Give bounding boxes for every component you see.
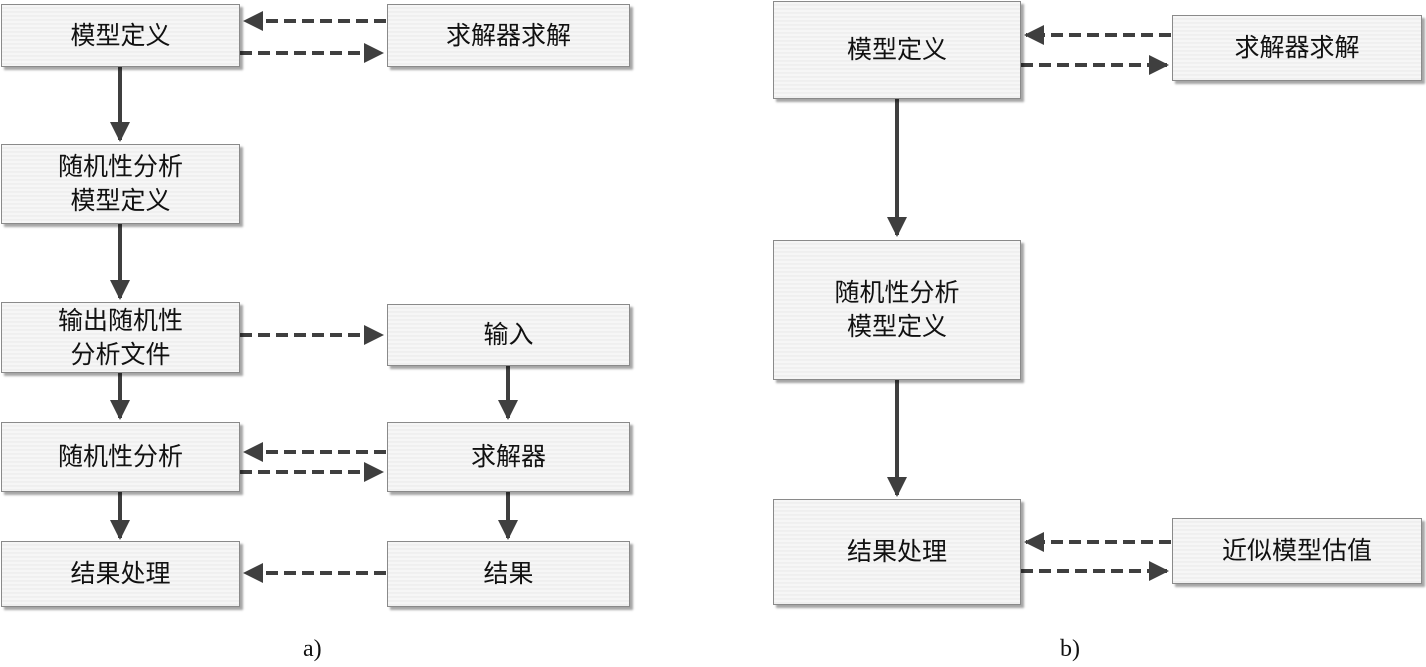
a-solver-label: 求解器 xyxy=(470,442,546,471)
a-solver-solve-box: 求解器求解 xyxy=(387,4,630,67)
a-random-analysis-box: 随机性分析 xyxy=(1,422,240,492)
panel-b-label: b) xyxy=(1060,636,1080,662)
a-input-box: 输入 xyxy=(387,304,630,366)
b-random-model-definition-label: 随机性分析 模型定义 xyxy=(834,278,960,341)
a-solver-solve-label: 求解器求解 xyxy=(445,20,571,50)
a-result-label: 结果 xyxy=(483,559,534,588)
a-model-definition-label: 模型定义 xyxy=(70,20,171,50)
b-model-definition-box: 模型定义 xyxy=(773,1,1021,99)
a-input-label: 输入 xyxy=(483,320,534,349)
b-solver-solve-box: 求解器求解 xyxy=(1172,15,1422,81)
panel-a-label: a) xyxy=(303,636,322,662)
a-result-processing-box: 结果处理 xyxy=(1,541,240,607)
b-approx-model-label: 近似模型估值 xyxy=(1221,536,1372,565)
a-random-model-definition-box: 随机性分析 模型定义 xyxy=(1,144,240,224)
b-result-processing-box: 结果处理 xyxy=(773,499,1021,605)
a-model-definition-box: 模型定义 xyxy=(1,4,240,67)
a-random-analysis-label: 随机性分析 xyxy=(57,442,183,471)
a-output-file-box: 输出随机性 分析文件 xyxy=(1,302,240,373)
b-model-definition-label: 模型定义 xyxy=(846,35,947,64)
a-output-file-label: 输出随机性 分析文件 xyxy=(57,305,183,369)
a-solver-box: 求解器 xyxy=(387,422,630,492)
a-random-model-definition-label: 随机性分析 模型定义 xyxy=(57,152,183,215)
b-result-processing-label: 结果处理 xyxy=(846,537,947,566)
a-result-box: 结果 xyxy=(387,541,630,607)
b-solver-solve-label: 求解器求解 xyxy=(1234,33,1360,62)
a-result-processing-label: 结果处理 xyxy=(70,559,171,588)
b-approx-model-box: 近似模型估值 xyxy=(1172,518,1422,584)
b-random-model-definition-box: 随机性分析 模型定义 xyxy=(773,240,1021,380)
